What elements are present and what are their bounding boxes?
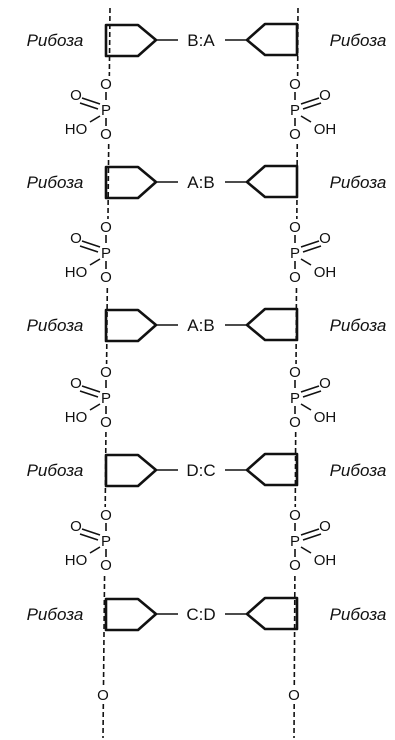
oxygen-atom-top: O (100, 364, 112, 381)
hydroxyl-group-right: OH (314, 264, 337, 281)
hydroxyl-group-right: OH (314, 121, 337, 138)
nucleotide-pair-row: Рибоза Рибоза A:B (27, 307, 387, 343)
base-pair-label: A:B (187, 316, 214, 335)
oxygen-atom-double: O (319, 375, 331, 392)
ribose-label-left: Рибоза (27, 31, 84, 50)
oxygen-atom-double: O (70, 518, 82, 535)
oxygen-atom-double: O (319, 87, 331, 104)
oxygen-atom-double: O (70, 375, 82, 392)
double-bond (81, 240, 101, 248)
double-bond (300, 97, 320, 105)
ribose-ring-right (245, 22, 299, 57)
phosphorus-atom: P (290, 102, 300, 119)
oxygen-atom-double: O (70, 230, 82, 247)
hydroxyl-group-right: OH (314, 409, 337, 426)
oxygen-atom-bottom: O (289, 414, 301, 431)
double-bond (300, 528, 320, 536)
oxygen-atom-bottom: O (100, 557, 112, 574)
oxygen-atom-double: O (70, 87, 82, 104)
oxygen-atom-double: O (319, 518, 331, 535)
phosphorus-atom: P (101, 390, 111, 407)
ribose-ring-left (104, 23, 158, 58)
double-bond (300, 240, 320, 248)
ribose-ring-right (245, 452, 299, 487)
ribose-ring-left (104, 597, 158, 632)
nucleotide-pair-row: Рибоза Рибоза A:B (27, 164, 387, 200)
oxygen-atom-bottom: O (100, 269, 112, 286)
oxygen-atom-top: O (100, 507, 112, 524)
hydroxyl-group-left: HO (65, 552, 88, 569)
phosphorus-atom: P (101, 533, 111, 550)
double-bond (300, 385, 320, 393)
oxygen-atom-bottom: O (100, 126, 112, 143)
double-bond (81, 385, 101, 393)
ribose-ring-right (245, 164, 299, 199)
oxygen-atom-double: O (319, 230, 331, 247)
oxygen-atom-bottom: O (100, 414, 112, 431)
ribose-label-right: Рибоза (330, 316, 387, 335)
ribose-ring-right (245, 307, 299, 342)
phosphorus-atom: P (101, 102, 111, 119)
nucleotide-pair-row: Рибоза Рибоза B:A (27, 22, 387, 58)
oxygen-atom-top: O (100, 219, 112, 236)
oxygen-atom-top: O (289, 76, 301, 93)
hydroxyl-group-left: HO (65, 264, 88, 281)
phosphorus-atom: P (290, 245, 300, 262)
ribose-label-left: Рибоза (27, 316, 84, 335)
ribose-ring-left (104, 308, 158, 343)
oxygen-atom-top: O (289, 507, 301, 524)
ribose-ring-right (245, 596, 299, 631)
tail-oxygen-left: O (95, 686, 111, 704)
oxygen-atom-top: O (289, 364, 301, 381)
phosphorus-atom: P (101, 245, 111, 262)
ribose-label-left: Рибоза (27, 605, 84, 624)
oxygen-atom-bottom: O (289, 269, 301, 286)
oxygen-atom-bottom: O (289, 557, 301, 574)
base-pair-label: A:B (187, 173, 214, 192)
base-pair-label: C:D (186, 605, 215, 624)
ribose-label-left: Рибоза (27, 173, 84, 192)
oxygen-atom-top: O (100, 76, 112, 93)
oxygen-atom: O (97, 687, 109, 704)
hydroxyl-group-left: HO (65, 121, 88, 138)
tail-oxygen-right: O (286, 686, 302, 704)
hydroxyl-group-right: OH (314, 552, 337, 569)
ribose-label-right: Рибоза (330, 173, 387, 192)
ribose-label-left: Рибоза (27, 461, 84, 480)
oxygen-atom: O (288, 687, 300, 704)
double-bond (81, 97, 101, 105)
nucleotide-pair-row: Рибоза Рибоза D:C (27, 452, 387, 488)
nucleotide-pair-row: Рибоза Рибоза C:D (27, 596, 387, 632)
ribose-label-right: Рибоза (330, 461, 387, 480)
ribose-label-right: Рибоза (330, 31, 387, 50)
hydroxyl-group-left: HO (65, 409, 88, 426)
ribose-ring-left (104, 165, 158, 200)
double-bond (81, 528, 101, 536)
base-pair-label: D:C (186, 461, 215, 480)
phosphorus-atom: P (290, 390, 300, 407)
base-pair-label: B:A (187, 31, 215, 50)
phosphorus-atom: P (290, 533, 300, 550)
oxygen-atom-bottom: O (289, 126, 301, 143)
ribose-ring-left (104, 453, 158, 488)
ribose-label-right: Рибоза (330, 605, 387, 624)
oxygen-atom-top: O (289, 219, 301, 236)
